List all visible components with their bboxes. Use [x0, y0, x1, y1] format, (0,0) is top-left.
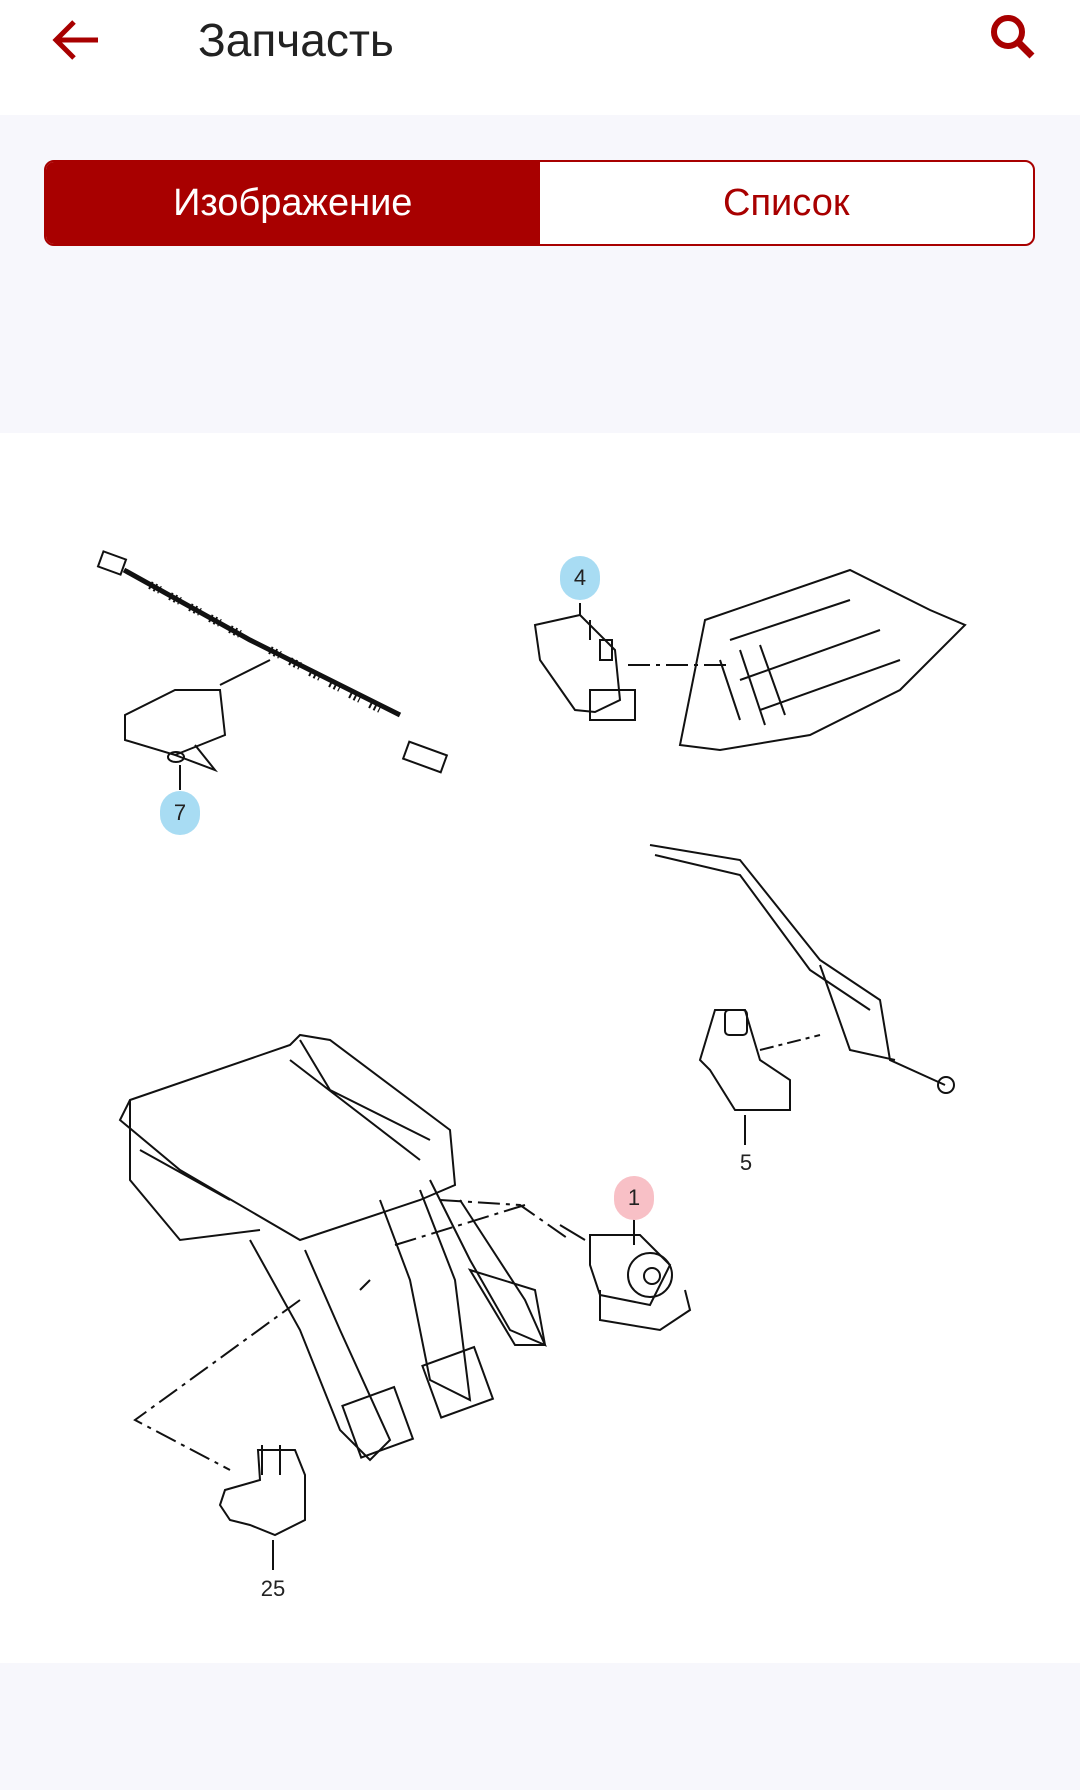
callout-4[interactable]: 4: [560, 556, 600, 600]
tab-list[interactable]: Список: [723, 181, 850, 224]
parts-diagram[interactable]: 7 4 1 5 25: [0, 433, 1080, 1663]
arrow-left-icon[interactable]: [48, 12, 108, 68]
brake-switch-drawing: [559, 1215, 692, 1332]
control-module-drawing: [533, 568, 967, 752]
callout-25[interactable]: 25: [260, 1576, 286, 1601]
search-icon[interactable]: [984, 10, 1044, 66]
callout-7[interactable]: 7: [160, 791, 200, 835]
callout-5[interactable]: 5: [739, 1150, 753, 1175]
view-segmented-control: Изображение Список: [44, 160, 1035, 246]
app-bar: Запчасть: [0, 0, 1080, 115]
page-title: Запчасть: [198, 14, 394, 66]
pedal-assembly-drawing: [118, 1033, 571, 1471]
parts-drawing: [96, 550, 967, 1570]
handbrake-drawing: [649, 844, 955, 1145]
tab-image[interactable]: Изображение: [46, 162, 540, 244]
wiring-harness-drawing: [96, 550, 449, 790]
pedal-sensor-drawing: [218, 1445, 306, 1570]
callout-1[interactable]: 1: [614, 1176, 654, 1220]
